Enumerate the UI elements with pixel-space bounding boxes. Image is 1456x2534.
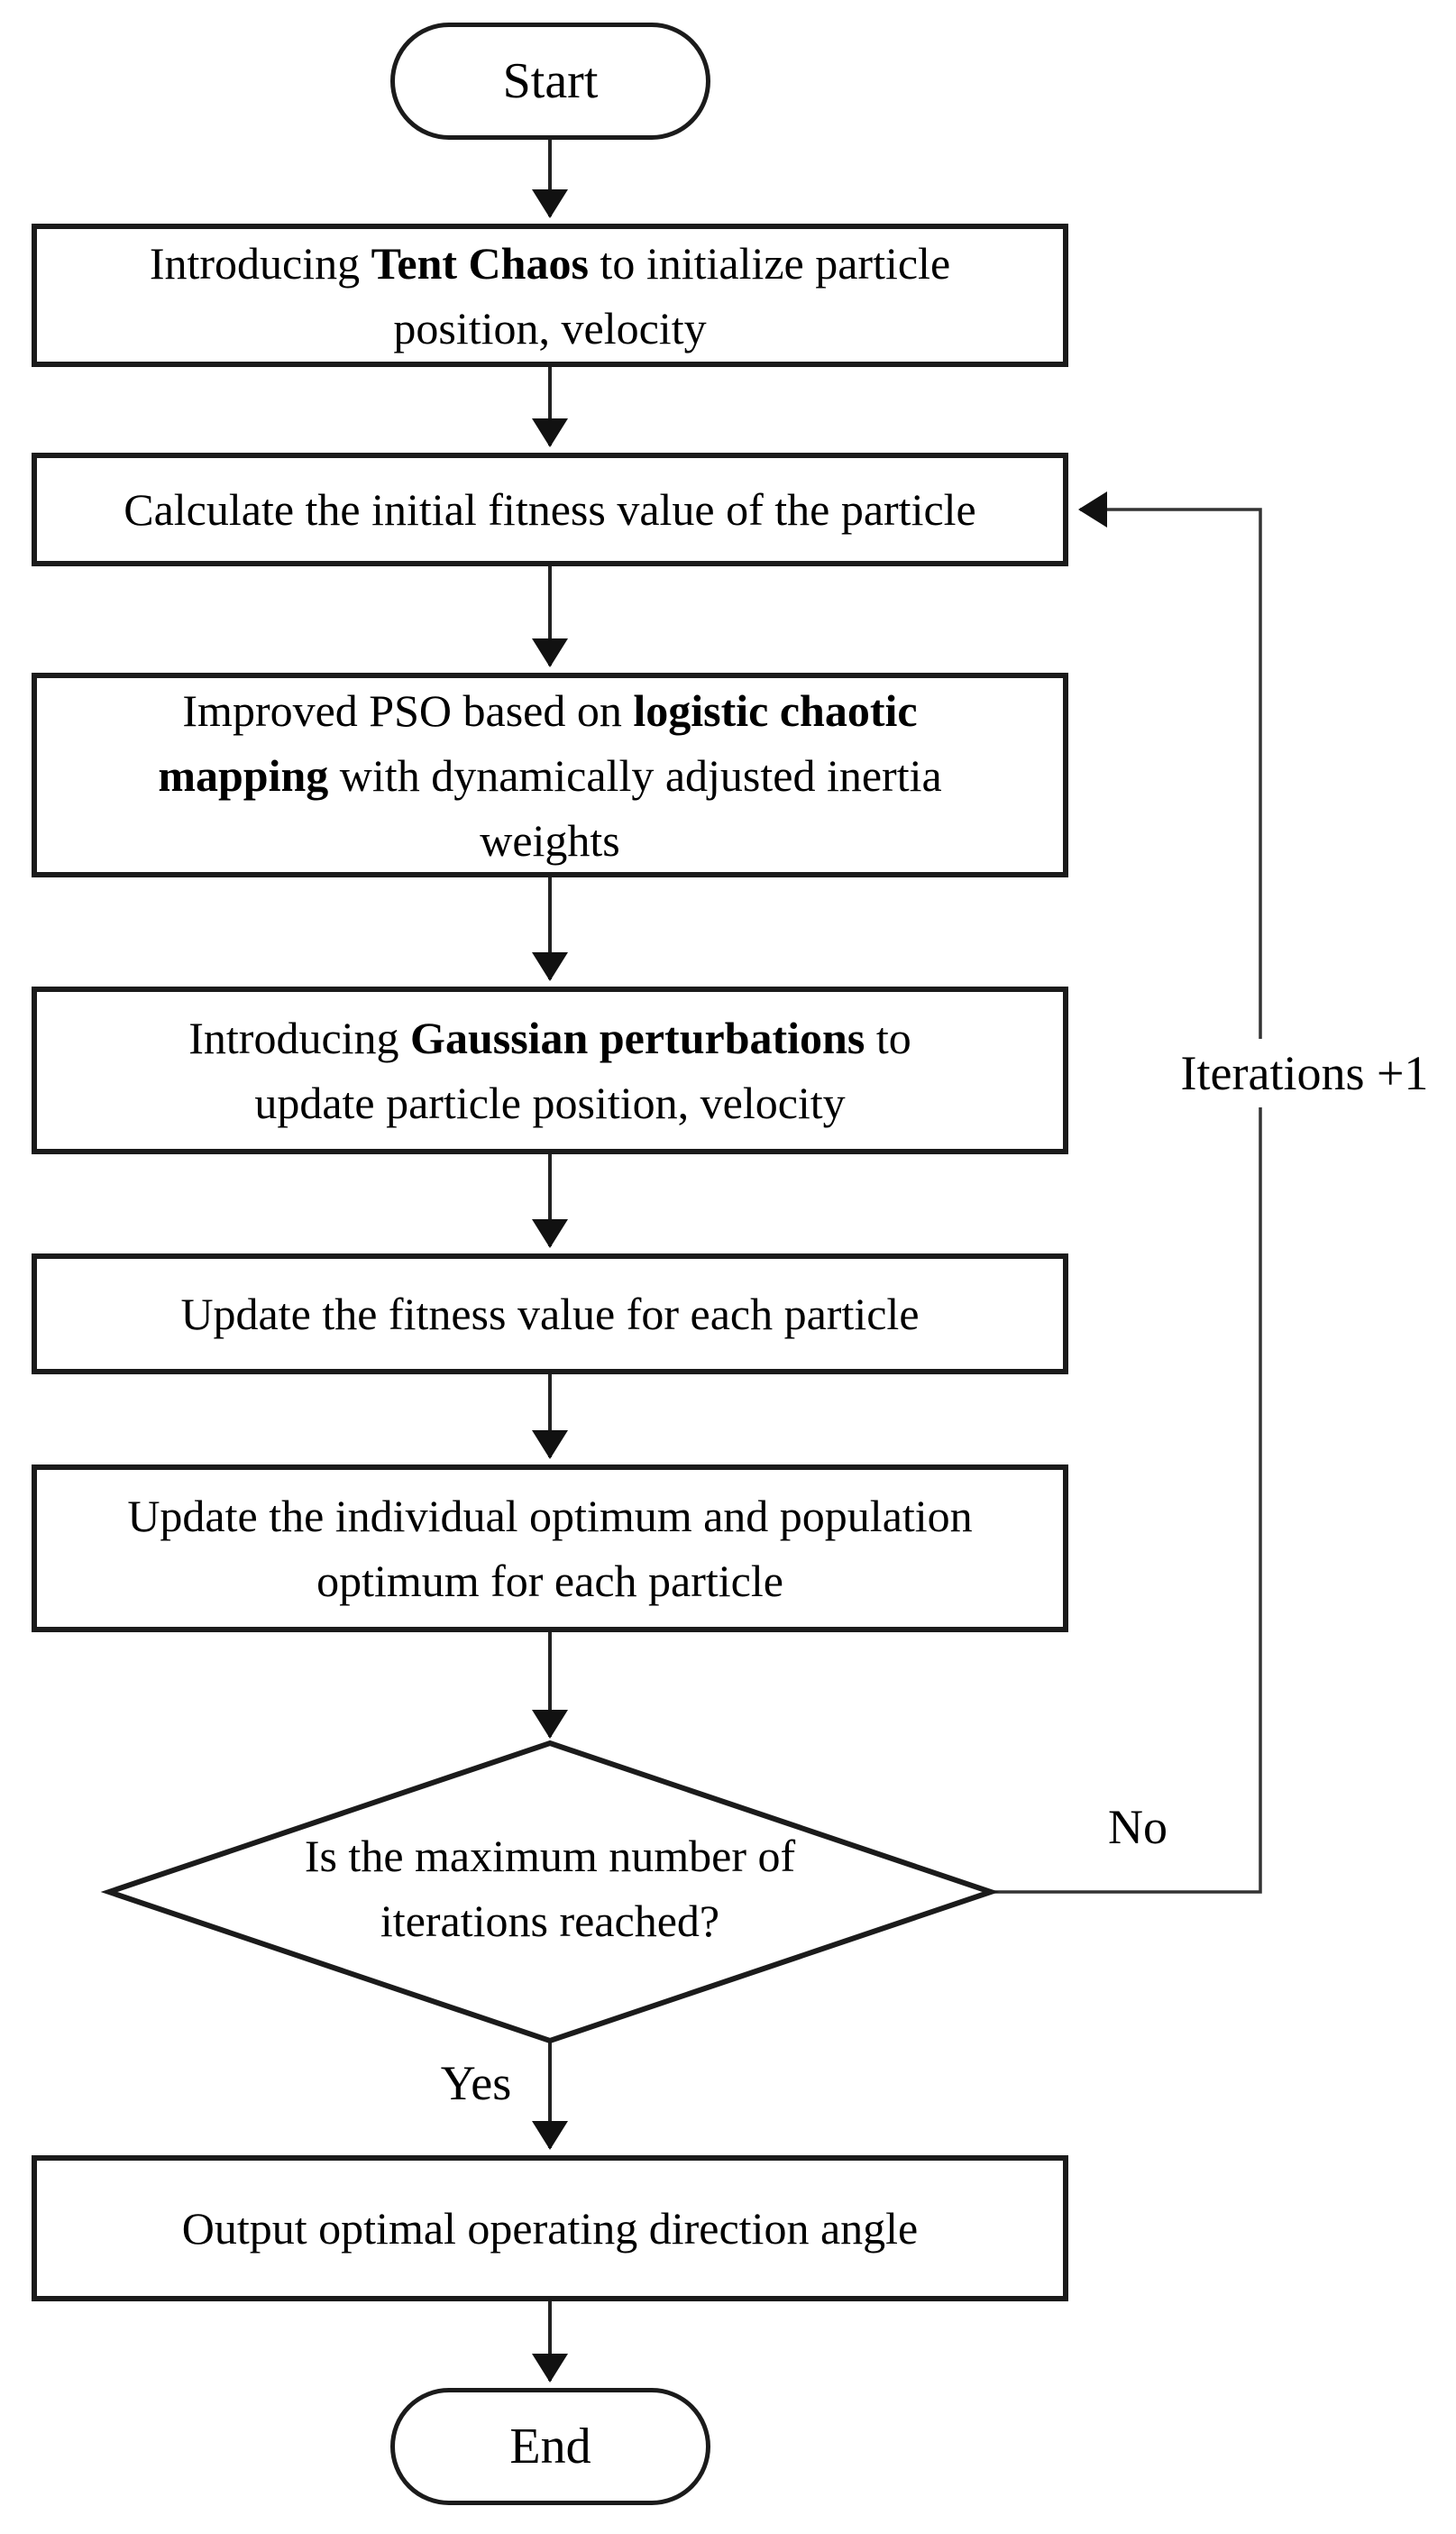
text-line: Introducing Tent Chaos to initialize par… [149,237,951,289]
text-line: iterations reached? [380,1896,720,1946]
step-tent-chaos-initialization: Introducing Tent Chaos to initialize par… [32,224,1068,367]
text-line: Improved PSO based on logistic chaotic [182,684,918,736]
text-line: Calculate the initial fitness value of t… [124,484,976,535]
step-gaussian-perturbations-update: Introducing Gaussian perturbations to upd… [32,987,1068,1154]
step-update-fitness-value: Update the fitness value for each partic… [32,1253,1068,1374]
text-line: update particle position, velocity [254,1078,846,1128]
text-line: Update the fitness value for each partic… [180,1289,920,1339]
text-line: Introducing Gaussian perturbations to [188,1013,911,1063]
feedback-loop-no-path [991,491,1262,1894]
start-label: Start [502,53,599,109]
text-line: mapping with dynamically adjusted inerti… [158,749,942,801]
text-line: optimum for each particle [316,1556,783,1606]
step-calculate-initial-fitness: Calculate the initial fitness value of t… [32,453,1068,566]
edge-label-no: No [1108,1800,1168,1854]
text-line: weights [480,814,620,866]
edge-label-yes: Yes [440,2056,512,2110]
text-line: Output optimal operating direction angle [181,2203,919,2254]
step-improved-pso-logistic-mapping: Improved PSO based on logistic chaotic ma… [32,673,1068,877]
edge-label-iterations-plus-1: Iterations +1 [1151,1039,1456,1107]
end-label: End [509,2419,591,2474]
text-line: position, velocity [393,302,707,353]
start-node: Start [390,23,710,140]
decision-diamond [100,1740,1000,2044]
step-update-individual-population-optimum: Update the individual optimum and popula… [32,1464,1068,1632]
step-output-optimal-angle: Output optimal operating direction angle [32,2155,1068,2301]
end-node: End [390,2388,710,2505]
decision-max-iterations-text: Is the maximum number of iterations reach… [189,1823,911,1953]
text-line: Update the individual optimum and popula… [127,1491,973,1541]
text-line: Is the maximum number of [304,1831,796,1881]
